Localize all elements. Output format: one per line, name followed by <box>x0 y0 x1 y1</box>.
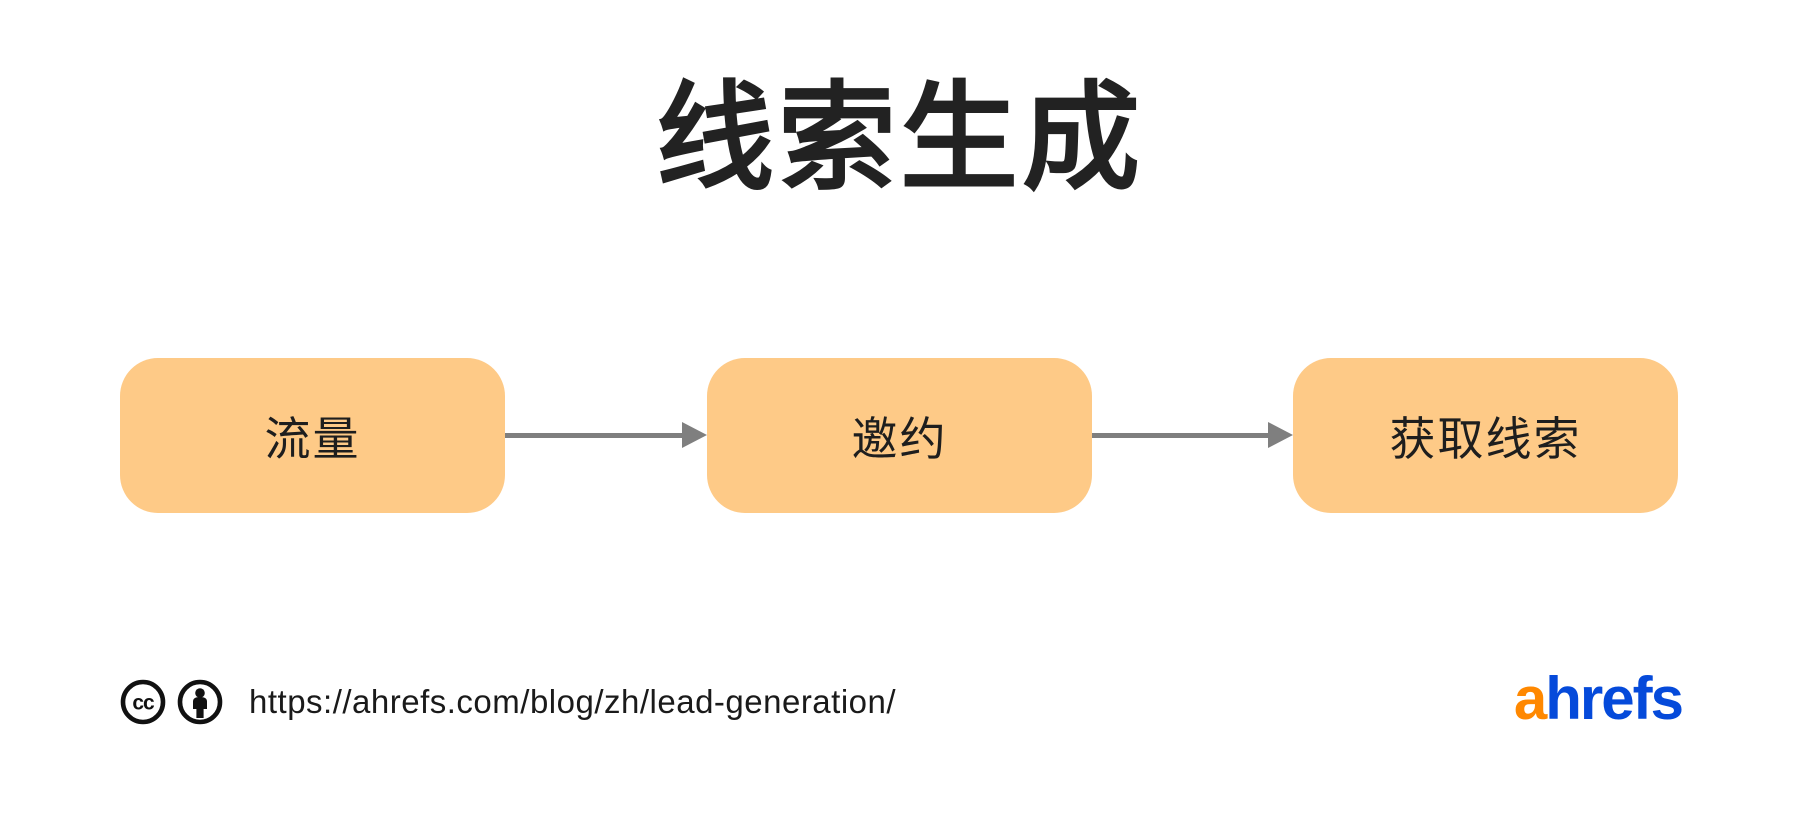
svg-text:cc: cc <box>132 692 155 715</box>
ahrefs-logo: ahrefs <box>1513 665 1684 732</box>
ahrefs-logo-hrefs: hrefs <box>1545 665 1684 732</box>
license-bar: cc https://ahrefs.com/blog/zh/lead-gener… <box>120 679 896 725</box>
source-url: https://ahrefs.com/blog/zh/lead-generati… <box>249 683 897 720</box>
arrowhead-right-icon <box>1268 422 1293 448</box>
ahrefs-logo-a: a <box>1513 665 1547 732</box>
flow-node-get-leads: 获取线索 <box>1293 358 1678 513</box>
arrow-shaft <box>505 432 682 438</box>
flow-node-invite: 邀约 <box>707 358 1092 513</box>
diagram-title: 线索生成 <box>655 73 1144 205</box>
arrow-shaft <box>1092 432 1268 438</box>
flow-node-label: 流量 <box>264 412 361 465</box>
flow-node-label: 获取线索 <box>1389 412 1582 465</box>
cc-icon: cc <box>120 679 166 725</box>
flow-node-traffic: 流量 <box>120 358 505 513</box>
arrowhead-right-icon <box>682 422 707 448</box>
flow-arrow <box>505 422 707 448</box>
flow-arrow <box>1092 422 1293 448</box>
flow-node-label: 邀约 <box>851 412 948 465</box>
attribution-icon <box>177 679 223 725</box>
